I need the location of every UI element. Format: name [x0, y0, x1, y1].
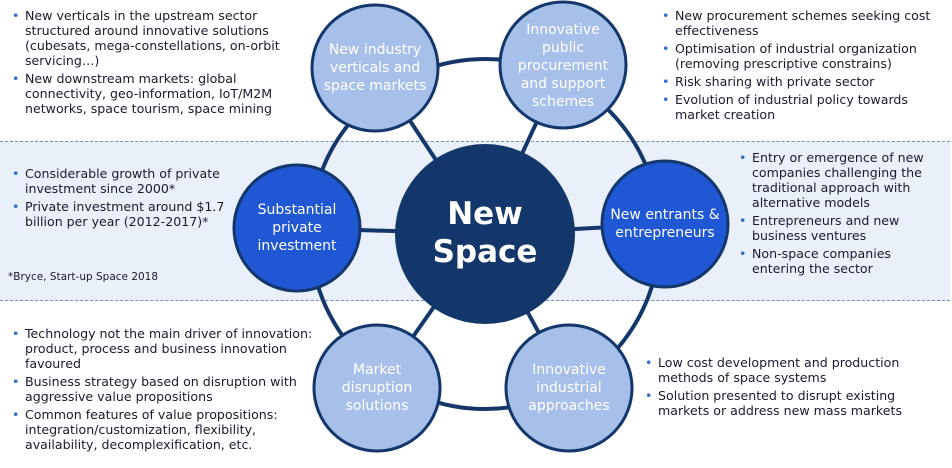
bullets-top-left: New verticals in the upstream sector str… — [10, 8, 315, 119]
list-item: Common features of value propositions: i… — [10, 407, 315, 452]
bullets-top-right: New procurement schemes seeking cost eff… — [660, 8, 948, 125]
node-label-industrial-approaches: Innovative industrial approaches — [528, 362, 610, 414]
list-item: Entry or emergence of new companies chal… — [737, 150, 947, 210]
list-item: Entrepreneurs and new business ventures — [737, 213, 947, 243]
list-item: New verticals in the upstream sector str… — [10, 8, 315, 68]
node-label-new-entrants: New entrants & entrepreneurs — [610, 207, 720, 241]
node-label-new-industry: New industry verticals and space markets — [323, 42, 427, 94]
node-private-investment — [232, 163, 362, 293]
node-industrial-approaches — [504, 323, 634, 453]
list-item: New procurement schemes seeking cost eff… — [660, 8, 948, 38]
node-innovative-procurement — [498, 0, 628, 130]
node-label-innovative-procurement: Innovative public procurement and suppor… — [517, 22, 609, 110]
list-item: Risk sharing with private sector — [660, 74, 948, 89]
list-item: Non-space companies entering the sector — [737, 246, 947, 276]
bullets-middle-left: Considerable growth of private investmen… — [10, 166, 225, 232]
list-item: Considerable growth of private investmen… — [10, 166, 225, 196]
center-label: New Space — [400, 188, 570, 278]
center-label-line1: New — [447, 196, 523, 232]
center-label-line2: Space — [432, 234, 538, 270]
footnote: *Bryce, Start-up Space 2018 — [8, 271, 159, 283]
center-node — [395, 144, 575, 324]
bullets-bottom-left: Technology not the main driver of innova… — [10, 326, 315, 455]
list-item: New downstream markets: global connectiv… — [10, 71, 315, 116]
list-item: Technology not the main driver of innova… — [10, 326, 315, 371]
node-label-private-investment: Substantial private investment — [257, 202, 337, 254]
list-item: Business strategy based on disruption wi… — [10, 374, 315, 404]
node-new-industry — [310, 3, 440, 133]
node-label-market-disruption: Market disruption solutions — [341, 362, 413, 414]
list-item: Solution presented to disrupt existing m… — [643, 388, 943, 418]
list-item: Low cost development and production meth… — [643, 355, 943, 385]
bullets-bottom-right: Low cost development and production meth… — [643, 355, 943, 421]
node-new-entrants — [600, 159, 730, 289]
list-item: Private investment around $1.7 billion p… — [10, 199, 225, 229]
bullets-middle-right: Entry or emergence of new companies chal… — [737, 150, 947, 279]
list-item: Optimisation of industrial organization … — [660, 41, 948, 71]
list-item: Evolution of industrial policy towards m… — [660, 92, 948, 122]
